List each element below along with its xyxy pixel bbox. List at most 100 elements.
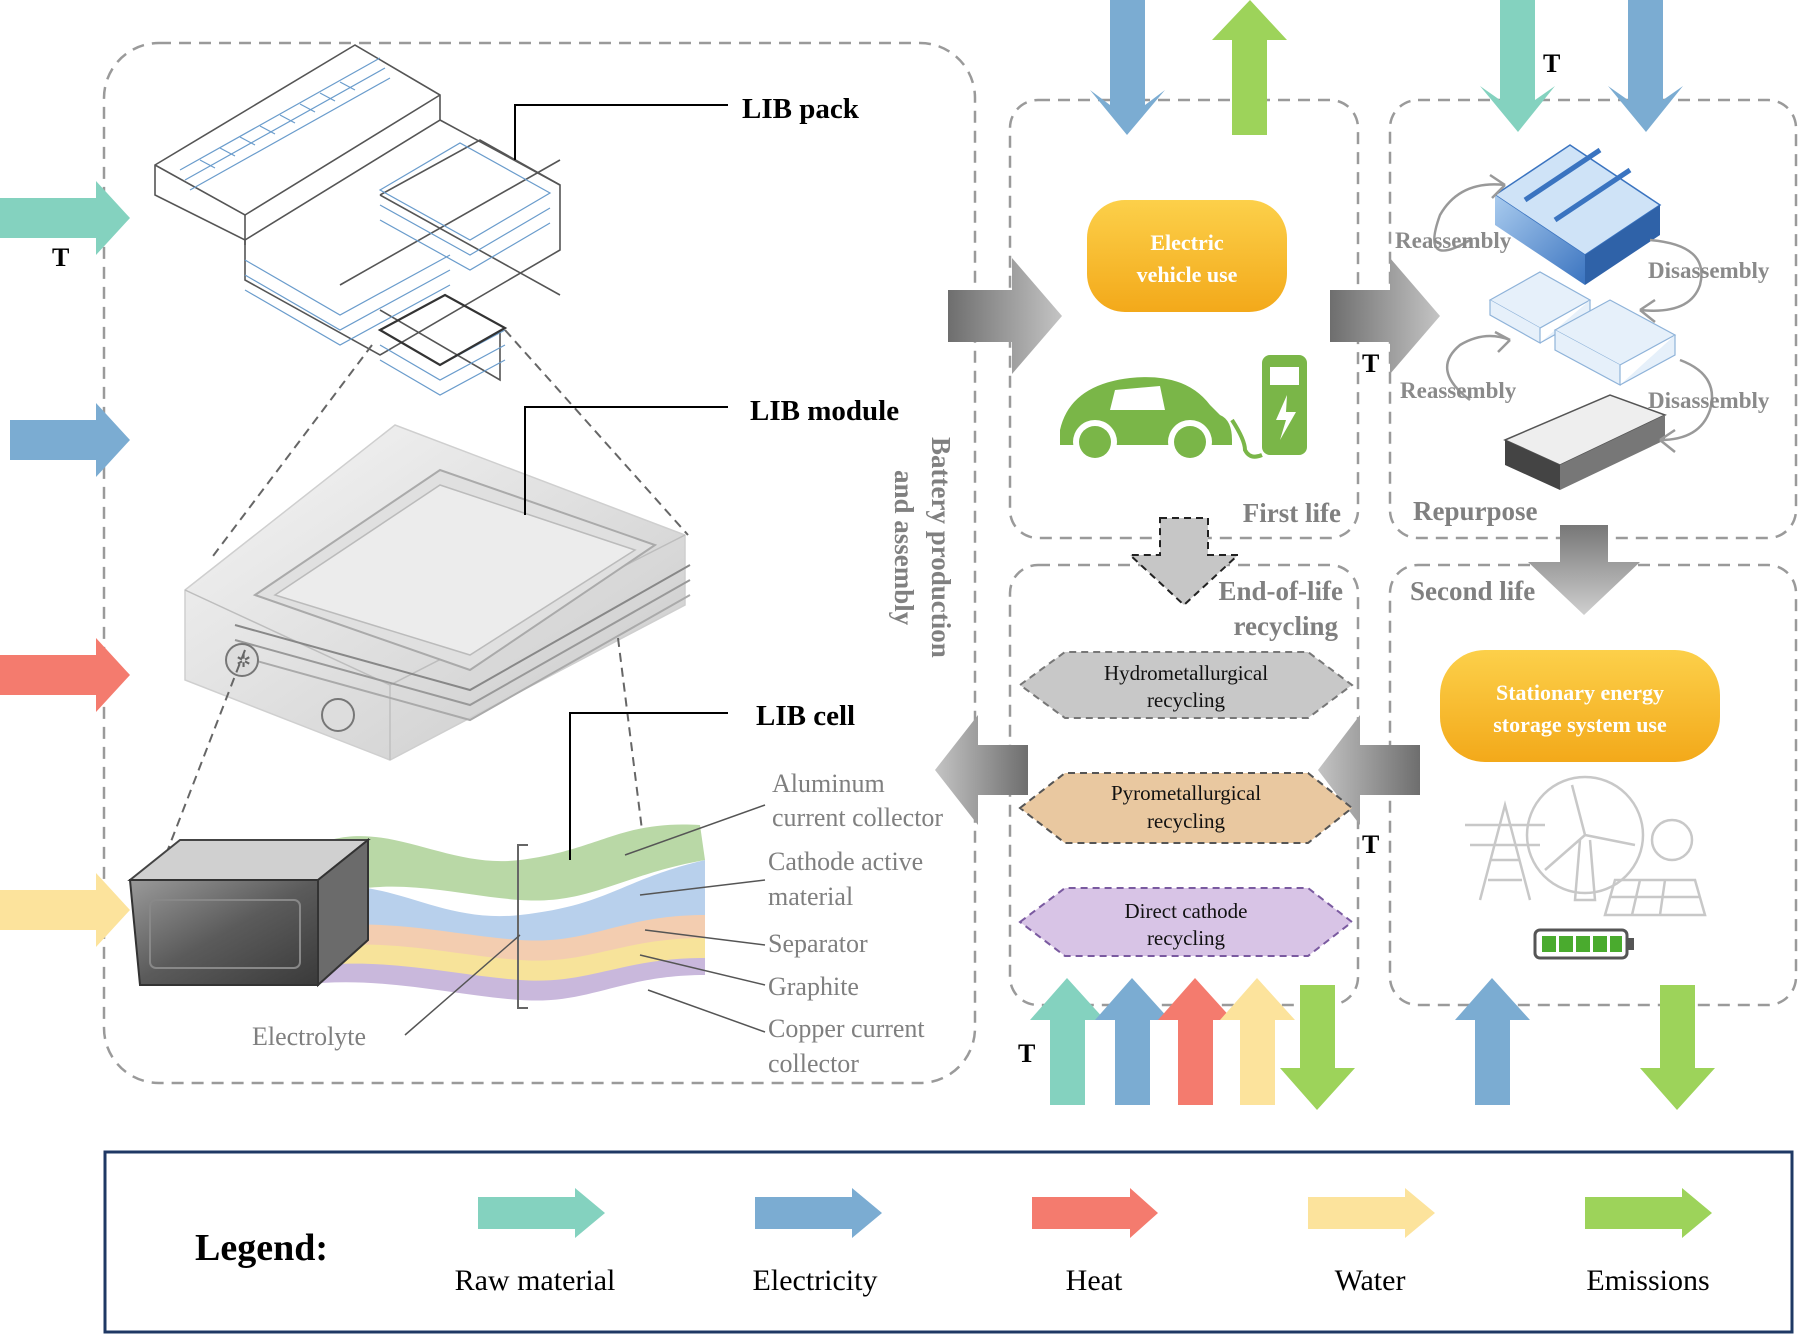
production-section-title: Battery production (926, 437, 956, 658)
legend-water-label: Water (1335, 1264, 1406, 1297)
heat-input-arrow (0, 638, 130, 712)
legend-heat-arrow (1032, 1188, 1158, 1238)
lib-cell-label: LIB cell (756, 700, 855, 732)
lib-cell-leader-line (569, 712, 728, 860)
ess-use-label: Stationary energy (1496, 680, 1664, 705)
power-tower-icon (1465, 800, 1545, 901)
lib-pack-label: LIB pack (742, 93, 860, 125)
electrolyte-label: Electrolyte (252, 1022, 366, 1051)
lib-pack-leader-line (514, 104, 728, 160)
cathode-label: Cathode active (768, 847, 923, 876)
recycling-to-production-arrow (935, 715, 1028, 825)
copper-label: Copper current (768, 1014, 925, 1043)
electricity-input-arrow (1095, 978, 1170, 1105)
battery-icon (1533, 928, 1634, 960)
production-section-subtitle: and assembly (889, 470, 919, 626)
lib-pack-illustration (154, 44, 561, 396)
lib-module-illustration: ✲ (184, 424, 691, 761)
projection-line (504, 329, 689, 536)
repurpose-title: Repurpose (1413, 496, 1538, 526)
transport-label: T (1543, 49, 1560, 78)
hydro-recycling-label: Hydrometallurgical (1104, 661, 1268, 685)
transport-label: T (1362, 349, 1379, 378)
raw-material-input-arrow (1480, 0, 1555, 132)
legend-title: Legend: (195, 1227, 328, 1269)
hydro-recycling-box (1018, 651, 1354, 719)
solar-panel-icon (1603, 818, 1707, 917)
projection-line (617, 637, 643, 831)
electricity-input-arrow (1608, 0, 1683, 132)
charging-station-icon (1230, 355, 1307, 459)
lib-module-label: LIB module (750, 395, 899, 427)
reassembly-label: Reassembly (1400, 378, 1517, 403)
cell-battery-icon (1503, 394, 1667, 490)
electric-car-icon (1060, 377, 1232, 464)
first-life-box (1008, 98, 1360, 540)
electricity-input-arrow (1090, 0, 1165, 135)
legend-raw-material-label: Raw material (455, 1264, 616, 1297)
first-life-to-recycling-arrow (1127, 517, 1241, 607)
projection-line (159, 649, 246, 871)
layer-bracket (517, 844, 528, 1009)
hydro-recycling-label-2: recycling (1147, 688, 1226, 712)
pyro-recycling-label: Pyrometallurgical (1111, 781, 1261, 805)
legend-heat-label: Heat (1066, 1264, 1123, 1297)
raw-material-input-arrow (1030, 978, 1105, 1105)
ev-use-box (1087, 200, 1287, 312)
raw-material-input-arrow (0, 181, 130, 255)
emissions-output-arrow (1280, 985, 1355, 1110)
aluminum-collector-layer (305, 824, 705, 905)
blue-module-icon (1493, 144, 1662, 285)
direct-recycling-label-2: recycling (1147, 926, 1226, 950)
direct-recycling-box (1018, 887, 1354, 957)
disassembly-label: Disassembly (1648, 388, 1770, 413)
transport-label: T (52, 243, 69, 272)
lib-module-leader-line (524, 406, 728, 515)
ess-use-label-2: storage system use (1493, 712, 1667, 737)
reassembly-label: Reassembly (1395, 228, 1512, 253)
graphite-label: Graphite (768, 972, 859, 1001)
legend-electricity-arrow (755, 1188, 882, 1238)
second-life-to-recycling-arrow (1318, 715, 1420, 825)
disassembly-label: Disassembly (1648, 258, 1770, 283)
electricity-input-arrow (10, 403, 130, 477)
electricity-input-arrow (1455, 978, 1530, 1105)
legend-emissions-label: Emissions (1586, 1264, 1709, 1297)
ess-use-box (1440, 650, 1720, 762)
layer-leader-lines (404, 804, 766, 1036)
ev-use-label: Electric (1150, 230, 1224, 255)
pyro-recycling-label-2: recycling (1147, 809, 1226, 833)
legend-raw-material-arrow (478, 1188, 605, 1238)
water-input-arrow (1220, 978, 1295, 1105)
pyro-recycling-box (1018, 772, 1354, 844)
pack-pieces-icon (1488, 271, 1677, 387)
cathode-label-2: material (768, 882, 853, 911)
emissions-output-arrow (1212, 0, 1287, 135)
aluminum-label-2: current collector (772, 803, 943, 832)
recycling-title-2: recycling (1234, 611, 1339, 641)
separator-label: Separator (768, 929, 868, 958)
transport-label: T (1362, 830, 1379, 859)
first-life-to-repurpose-arrow (1330, 258, 1440, 374)
heat-input-arrow (1158, 978, 1233, 1105)
legend-box (103, 1150, 1794, 1334)
legend-emissions-arrow (1585, 1188, 1712, 1238)
legend-electricity-label: Electricity (753, 1264, 878, 1297)
production-box (102, 41, 977, 1085)
cathode-layer (300, 860, 705, 941)
direct-recycling-label: Direct cathode (1124, 899, 1247, 923)
first-life-title: First life (1243, 498, 1341, 528)
aluminum-label: Aluminum (772, 769, 885, 798)
water-input-arrow (0, 873, 130, 947)
production-to-first-life-arrow (948, 258, 1062, 374)
copper-label-2: collector (768, 1049, 859, 1078)
repurpose-to-second-life-arrow (1528, 525, 1640, 615)
wind-turbine-icon (1525, 775, 1645, 902)
emissions-output-arrow (1640, 985, 1715, 1110)
recycling-title: End-of-life (1219, 576, 1344, 606)
transport-label: T (1018, 1039, 1035, 1068)
cycle-arrows-icon (1433, 173, 1714, 453)
second-life-title: Second life (1410, 576, 1535, 606)
legend-water-arrow (1308, 1188, 1435, 1238)
